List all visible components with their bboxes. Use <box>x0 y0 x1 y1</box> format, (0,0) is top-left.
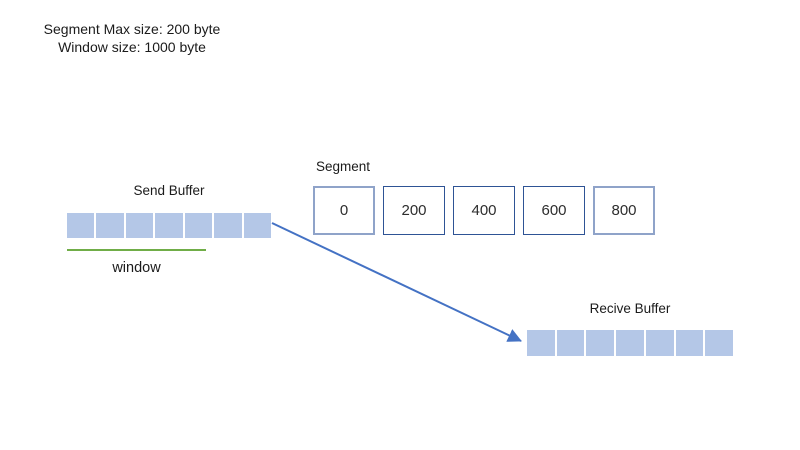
window-size-text: Window size: 1000 byte <box>58 39 206 55</box>
size-note: Segment Max size: 200 byte Window size: … <box>33 20 231 56</box>
buffer-cell <box>214 213 242 238</box>
receive-buffer-label: Recive Buffer <box>589 301 671 316</box>
segment-label: Segment <box>316 159 371 174</box>
window-underline <box>67 249 206 251</box>
send-buffer-row <box>67 213 271 238</box>
buffer-cell <box>155 213 183 238</box>
window-label: window <box>112 260 161 276</box>
buffer-cell <box>67 213 95 238</box>
buffer-cell <box>675 330 704 356</box>
buffer-cell <box>645 330 674 356</box>
buffer-cell <box>96 213 124 238</box>
segment-box: 0 <box>313 186 375 235</box>
buffer-cell <box>556 330 585 356</box>
segment-max-size-text: Segment Max size: 200 byte <box>43 21 221 37</box>
transfer-arrow <box>271 222 522 342</box>
segment-box: 400 <box>453 186 515 235</box>
segment-box: 600 <box>523 186 585 235</box>
send-buffer-label: Send Buffer <box>133 183 205 198</box>
buffer-cell <box>705 330 734 356</box>
segment-box: 800 <box>593 186 655 235</box>
buffer-cell <box>125 213 154 238</box>
buffer-cell <box>586 330 615 356</box>
segment-box: 200 <box>383 186 445 235</box>
buffer-cell <box>616 330 644 356</box>
buffer-cell <box>527 330 555 356</box>
buffer-cell <box>184 213 213 238</box>
receive-buffer-row <box>527 330 734 356</box>
buffer-cell <box>243 213 271 238</box>
